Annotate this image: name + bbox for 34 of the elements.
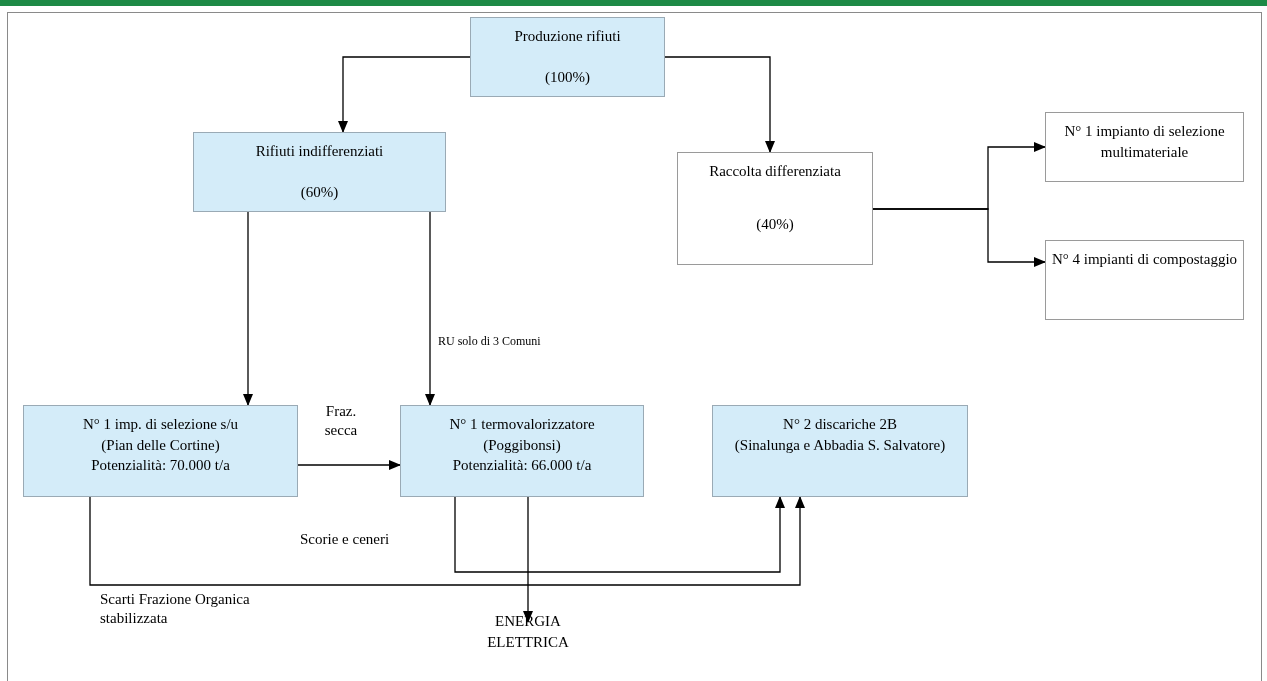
arrow <box>297 460 401 470</box>
arrow <box>523 496 533 623</box>
arrow <box>872 208 1046 267</box>
process-box <box>193 132 446 212</box>
node-text: (Poggibonsi) <box>482 435 562 455</box>
node-text: N° 1 impianto di selezione multimateriale <box>1063 122 1226 162</box>
process-box <box>677 152 873 265</box>
process-box <box>470 17 665 97</box>
node-text: (Sinalunga e Abbadia S. Salvatore) <box>733 435 947 455</box>
process-box <box>400 405 644 497</box>
node-text: Produzione rifiuti <box>513 27 622 46</box>
node-text: (100%) <box>544 67 591 87</box>
arrow <box>454 496 785 573</box>
node-text: Potenzialità: 70.000 t/a <box>90 456 231 476</box>
process-box <box>1045 240 1244 320</box>
node-text: Raccolta differenziata <box>708 162 842 181</box>
node-text: (60%) <box>299 182 340 202</box>
arrow <box>425 211 435 406</box>
arrow <box>664 56 775 153</box>
node-text: N° 1 imp. di selezione s/u <box>81 415 240 434</box>
process-box <box>712 405 968 497</box>
process-box <box>23 405 298 497</box>
arrow <box>243 211 253 406</box>
process-box <box>1045 112 1244 182</box>
node-text: Potenzialità: 66.000 t/a <box>451 456 593 476</box>
node-text: N° 1 termovalorizzatore <box>448 415 596 434</box>
node-text: N° 4 impianti di compostaggio <box>1050 250 1239 269</box>
node-text: (Pian delle Cortine) <box>100 435 221 455</box>
arrow <box>89 496 805 586</box>
node-text: Rifiuti indifferenziati <box>254 142 385 161</box>
arrow <box>338 56 471 133</box>
node-text: ENERGIA ELETTRICA <box>486 612 570 652</box>
node-text: N° 2 discariche 2B <box>782 415 898 434</box>
node-text: (40%) <box>755 214 795 234</box>
